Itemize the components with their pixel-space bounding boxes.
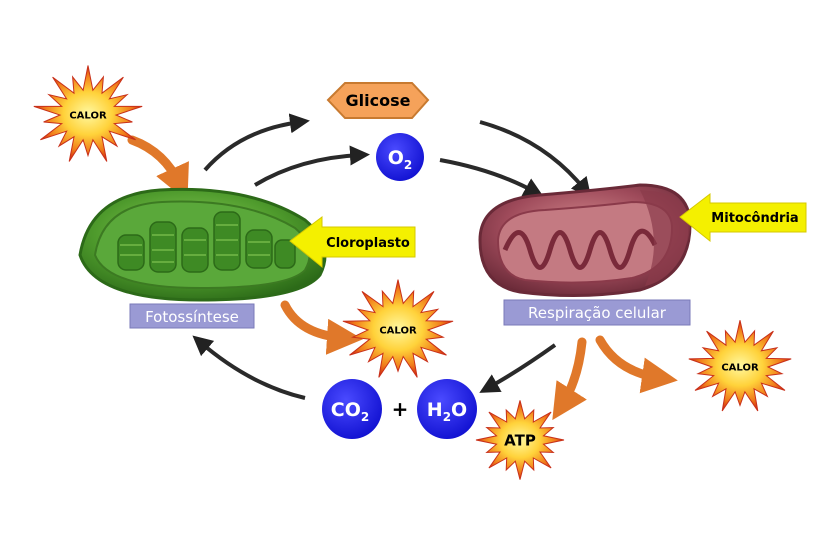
- arrow-mitochondrion-to-atp: [552, 337, 587, 421]
- heat-burst-center: CALOR: [342, 279, 454, 378]
- atp-label: ATP: [504, 431, 536, 449]
- arrow-chloroplast-to-oxygen: [253, 145, 370, 187]
- energy-bursts: CALOR CALOR CALOR ATP: [33, 65, 792, 480]
- oxygen-molecule: O2: [376, 133, 424, 181]
- carbon-dioxide-molecule: CO2: [322, 379, 382, 439]
- glucose-hexagon: Glicose: [326, 82, 430, 119]
- svg-text:Respiração celular: Respiração celular: [528, 304, 667, 322]
- arrow-carbon-dioxide-to-chloroplast: [192, 335, 306, 400]
- arrow-glucose-to-mitochondrion: [479, 120, 592, 198]
- cellular-respiration-label: Respiração celular: [503, 299, 691, 326]
- plus-sign: +: [392, 397, 409, 421]
- svg-text:Cloroplasto: Cloroplasto: [326, 236, 410, 251]
- chloroplast-pointer: Cloroplasto: [289, 216, 416, 269]
- cycle-arrows: [192, 113, 592, 400]
- svg-text:Fotossíntese: Fotossíntese: [145, 308, 239, 326]
- arrow-heat-to-chloroplast: [127, 135, 189, 202]
- arrow-mitochondrion-to-heat: [595, 335, 678, 394]
- arrow-mitochondrion-to-water: [479, 343, 557, 393]
- svg-text:O2: O2: [388, 147, 413, 172]
- mitochondrion-illustration: [478, 183, 692, 298]
- heat-label: CALOR: [69, 111, 107, 122]
- energy-arrows: [127, 135, 678, 421]
- chloroplast-illustration: [78, 187, 327, 302]
- svg-text:CO2: CO2: [331, 399, 369, 424]
- water-molecule: H2O: [417, 379, 477, 439]
- mitochondrion-pointer: Mitocôndria: [679, 192, 807, 243]
- atp-burst: ATP: [475, 400, 565, 480]
- heat-label: CALOR: [379, 326, 417, 337]
- svg-text:H2O: H2O: [427, 399, 467, 424]
- photosynthesis-label: Fotossíntese: [129, 303, 255, 329]
- svg-text:Glicose: Glicose: [346, 91, 411, 110]
- arrow-oxygen-to-mitochondrion: [439, 158, 544, 197]
- heat-burst-top-left: CALOR: [33, 65, 143, 162]
- heat-label: CALOR: [721, 363, 759, 374]
- svg-text:Mitocôndria: Mitocôndria: [711, 211, 798, 226]
- arrow-chloroplast-to-glucose: [203, 113, 310, 172]
- heat-burst-right: CALOR: [688, 320, 792, 412]
- arrow-chloroplast-to-heat: [280, 300, 363, 355]
